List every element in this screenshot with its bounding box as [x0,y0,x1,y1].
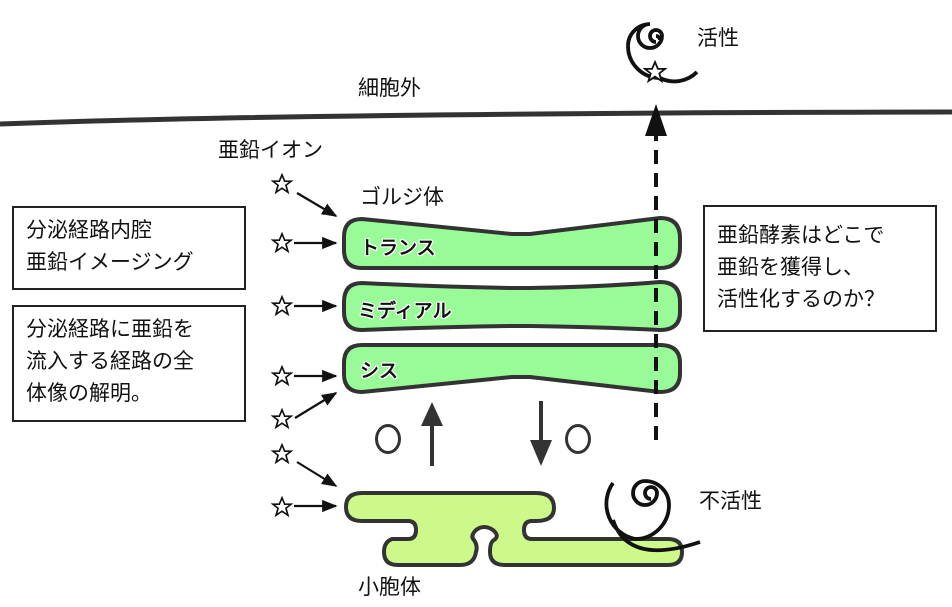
pathway-line: 体像の解明。 [26,381,152,405]
cisterna-medial-label: ミディアル [358,300,452,322]
pathway-line: 分泌経路に亜鉛を [26,317,194,341]
cisterna-cis-shape [342,343,682,395]
question-line: 亜鉛酵素はどこで [717,223,885,247]
cisterna-trans-shape [342,215,682,270]
inactive-label: 不活性 [699,489,762,513]
zinc-arrow [296,192,338,217]
golgi-label: ゴルジ体 [360,185,444,209]
anterograde-vesicle-circle [375,424,401,454]
zinc-star-icon [272,366,292,386]
cisterna-trans-label: トランス [360,237,436,259]
retrograde-arrowhead [530,440,552,466]
active-label: 活性 [697,26,739,50]
extracellular-label: 細胞外 [358,76,421,100]
pathway-line: 流入する経路の全 [26,349,194,373]
zinc-star-icon [272,174,292,194]
zinc-ion-label: 亜鉛イオン [218,138,323,162]
zinc-star-icon [272,296,292,316]
zinc-arrow [296,461,338,487]
question-line: 亜鉛を獲得し、 [717,255,864,279]
zinc-star-icon [272,409,292,429]
cisterna-cis-label: シス [360,360,399,382]
vesicle-label: 小胞体 [358,575,421,599]
active-enzyme-spiral-icon [626,22,699,84]
secretion-arrowhead [645,104,667,136]
imaging-line: 亜鉛イメージング [26,250,194,274]
cell-membrane [0,109,952,127]
inactive-enzyme-spiral-icon [604,479,701,553]
retrograde-vesicle-circle [565,424,591,454]
zinc-arrow [294,392,338,419]
cisterna-medial-shape [342,279,682,333]
imaging-box: 分泌経路内腔 亜鉛イメージング [12,206,246,290]
imaging-line: 分泌経路内腔 [26,218,152,242]
zinc-star-icon [272,497,292,517]
question-line: 活性化するのか？ [717,287,885,311]
vesicle-shape [343,491,685,567]
zinc-star-icon [272,233,292,253]
pathway-box: 分泌経路に亜鉛を 流入する経路の全 体像の解明。 [12,305,246,422]
zinc-ion-inputs [272,174,338,517]
question-box: 亜鉛酵素はどこで 亜鉛を獲得し、 活性化するのか？ [703,205,937,332]
anterograde-arrowhead [421,402,443,426]
zinc-star-icon [272,444,292,464]
